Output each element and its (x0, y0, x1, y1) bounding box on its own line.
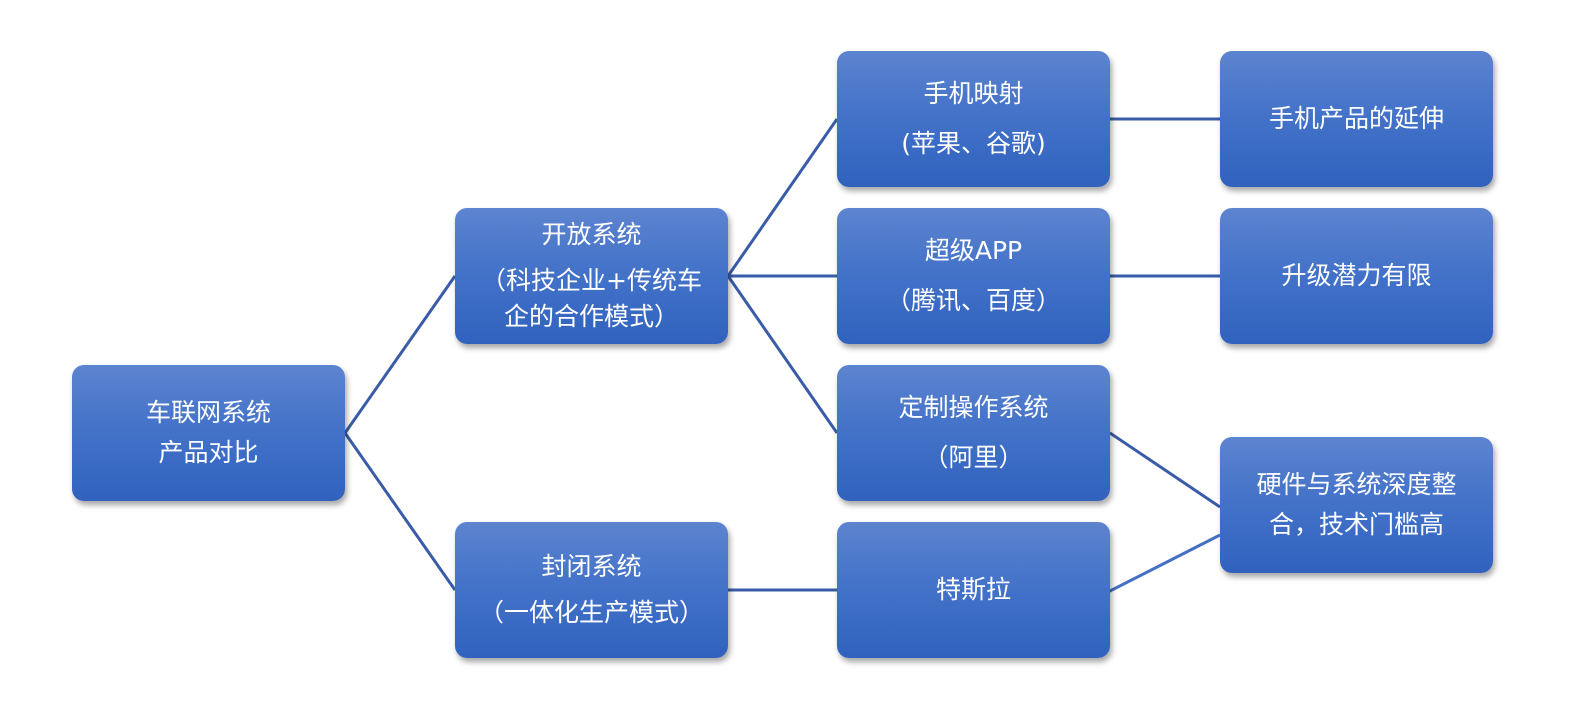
node-root: 车联网系统 产品对比 (72, 365, 345, 501)
node-text: 手机映射 (923, 79, 1024, 108)
node-custom-os: 定制操作系统 （阿里） (837, 365, 1110, 501)
node-text: 封闭系统 (541, 552, 642, 581)
node-text: 车联网系统 (145, 398, 271, 427)
node-phone-extension: 手机产品的延伸 (1220, 51, 1493, 187)
node-text: 硬件与系统深度整 (1256, 470, 1457, 499)
node-text: 合，技术门槛高 (1268, 510, 1444, 539)
link-customos-integration (1109, 431, 1221, 509)
node-text: （腾讯、百度） (885, 286, 1061, 315)
node-text: 超级APP (924, 236, 1023, 265)
link-tesla-integration (1107, 533, 1221, 594)
node-text: （科技企业+传统车 (481, 266, 702, 295)
node-text: 特斯拉 (935, 575, 1011, 604)
node-text: 升级潜力有限 (1281, 261, 1432, 290)
node-super-app: 超级APP （腾讯、百度） (837, 208, 1110, 344)
node-text: （阿里） (923, 443, 1024, 472)
node-deep-integration: 硬件与系统深度整 合，技术门槛高 (1220, 437, 1493, 573)
node-open-system: 开放系统 （科技企业+传统车 企的合作模式） (455, 208, 728, 344)
node-text: 产品对比 (158, 438, 259, 467)
node-text: (苹果、谷歌) (901, 129, 1046, 158)
node-limited-upgrade: 升级潜力有限 (1220, 208, 1493, 344)
node-phone-mirroring: 手机映射 (苹果、谷歌) (837, 51, 1110, 187)
node-text: 定制操作系统 (898, 393, 1049, 422)
node-text: （一体化生产模式） (478, 598, 704, 627)
node-text: 企的合作模式） (503, 302, 679, 331)
link-root-open (343, 275, 457, 434)
node-closed-system: 封闭系统 （一体化生产模式） (455, 522, 728, 658)
node-text: 开放系统 (541, 220, 642, 249)
link-open-mirror (726, 118, 839, 277)
node-tesla: 特斯拉 (837, 522, 1110, 658)
link-root-closed (343, 432, 457, 591)
link-open-customos (726, 275, 839, 434)
node-text: 手机产品的延伸 (1268, 104, 1444, 133)
